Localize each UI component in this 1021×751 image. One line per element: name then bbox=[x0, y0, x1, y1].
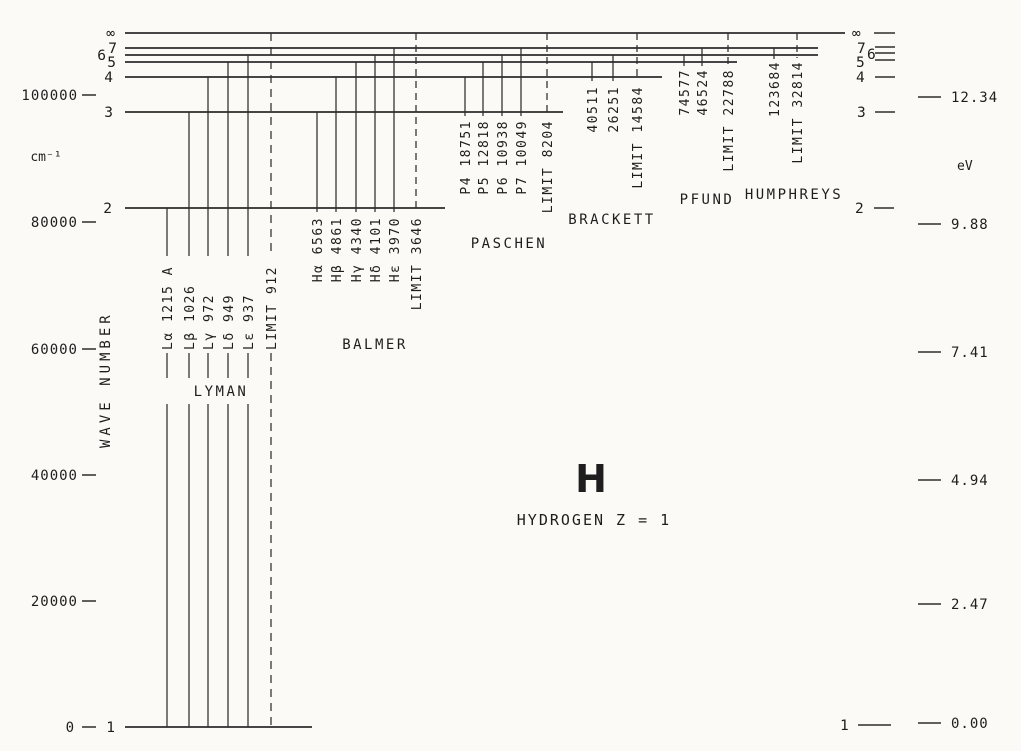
brackett-line-label-0: 40511 bbox=[586, 86, 601, 133]
wavenumber-value-100000: 100000 bbox=[21, 88, 78, 104]
humphreys-limit-label: LIMIT 32814 bbox=[791, 61, 806, 164]
lyman-limit-label: LIMIT 912 bbox=[265, 266, 280, 350]
element-symbol: H bbox=[575, 457, 607, 501]
lyman-line-label-4: Lε 937 bbox=[242, 294, 257, 350]
lyman-series-name: LYMAN bbox=[194, 384, 249, 400]
wavenumber-axis: 100000 80000 60000 40000 20000 0 cm⁻¹ WA… bbox=[21, 88, 114, 736]
balmer-limit-label: LIMIT 3646 bbox=[410, 217, 425, 310]
brackett-series: 40511 26251 LIMIT 14584 BRACKETT bbox=[568, 33, 655, 228]
ev-value-4-94: 4.94 bbox=[951, 473, 989, 489]
level-label-right-5: 5 bbox=[856, 55, 865, 71]
paschen-limit-label: LIMIT 8204 bbox=[541, 120, 556, 213]
balmer-line-label-0: Hα 6563 bbox=[311, 217, 326, 282]
pfund-limit-label: LIMIT 22788 bbox=[722, 69, 737, 172]
paschen-series: P4 18751 P5 12818 P6 10938 P7 10049 LIMI… bbox=[459, 33, 556, 252]
wavenumber-unit: cm⁻¹ bbox=[30, 150, 61, 165]
level-label-right-4: 4 bbox=[856, 70, 865, 86]
humphreys-series: 123684 LIMIT 32814 HUMPHREYS bbox=[745, 33, 843, 203]
wavenumber-value-40000: 40000 bbox=[31, 468, 78, 484]
ev-value-7-41: 7.41 bbox=[951, 345, 989, 361]
balmer-line-label-4: Hε 3970 bbox=[388, 217, 403, 282]
lyman-line-label-0: Lα 1215 A bbox=[161, 266, 176, 350]
pfund-line-label-0: 74577 bbox=[678, 69, 693, 116]
balmer-series-name: BALMER bbox=[342, 337, 408, 353]
level-label-left-4: 4 bbox=[104, 70, 113, 86]
lyman-line-label-2: Lγ 972 bbox=[202, 294, 217, 350]
paschen-line-label-3: P7 10049 bbox=[515, 120, 530, 195]
wavenumber-value-80000: 80000 bbox=[31, 215, 78, 231]
wavenumber-axis-label: WAVE NUMBER bbox=[98, 311, 114, 448]
level-label-left-1: 1 bbox=[106, 720, 115, 736]
level-label-right-2: 2 bbox=[855, 201, 864, 217]
level-label-left-3: 3 bbox=[104, 105, 113, 121]
level-label-right-infinity: ∞ bbox=[852, 26, 861, 42]
paschen-line-label-2: P6 10938 bbox=[496, 120, 511, 195]
ev-axis: 12.34 9.88 7.41 4.94 2.47 0.00 eV bbox=[918, 90, 998, 732]
level-label-right-3: 3 bbox=[857, 105, 866, 121]
level-label-left-5: 5 bbox=[107, 55, 116, 71]
lyman-line-label-3: Lδ 949 bbox=[222, 294, 237, 350]
paschen-series-name: PASCHEN bbox=[471, 236, 548, 252]
humphreys-line-label-0: 123684 bbox=[768, 61, 783, 117]
pfund-series-name: PFUND bbox=[680, 192, 735, 208]
wavenumber-value-0: 0 bbox=[66, 720, 75, 736]
level-label-right-1: 1 bbox=[840, 718, 849, 734]
level-label-left-infinity: ∞ bbox=[106, 26, 115, 42]
paschen-line-label-0: P4 18751 bbox=[459, 120, 474, 195]
ev-value-2-47: 2.47 bbox=[951, 597, 989, 613]
level-labels-right: ∞ 7 6 5 4 3 2 1 bbox=[840, 26, 895, 734]
balmer-series: Hα 6563 Hβ 4861 Hγ 4340 Hδ 4101 Hε 3970 … bbox=[311, 33, 425, 353]
ev-value-12-34: 12.34 bbox=[951, 90, 998, 106]
level-label-left-7: 7 bbox=[108, 41, 117, 57]
brackett-limit-label: LIMIT 14584 bbox=[631, 86, 646, 189]
level-labels-left: ∞ 7 6 5 4 3 2 1 bbox=[97, 26, 117, 736]
brackett-line-label-1: 26251 bbox=[607, 86, 622, 133]
balmer-line-label-3: Hδ 4101 bbox=[369, 217, 384, 282]
paschen-line-label-1: P5 12818 bbox=[477, 120, 492, 195]
level-label-right-7: 7 bbox=[857, 41, 866, 57]
level-label-left-6: 6 bbox=[97, 48, 106, 64]
element-title: H HYDROGEN Z = 1 bbox=[517, 457, 671, 529]
balmer-line-label-1: Hβ 4861 bbox=[330, 217, 345, 282]
brackett-series-name: BRACKETT bbox=[568, 212, 655, 228]
ev-unit: eV bbox=[957, 159, 973, 174]
lyman-series: Lα 1215 A Lβ 1026 Lγ 972 Lδ 949 Lε 937 L… bbox=[161, 33, 280, 727]
ev-value-9-88: 9.88 bbox=[951, 217, 989, 233]
wavenumber-value-60000: 60000 bbox=[31, 342, 78, 358]
pfund-series: 74577 46524 LIMIT 22788 PFUND bbox=[678, 33, 737, 208]
ev-value-0-00: 0.00 bbox=[951, 716, 989, 732]
level-label-left-2: 2 bbox=[103, 201, 112, 217]
level-label-right-6: 6 bbox=[867, 47, 876, 63]
pfund-line-label-1: 46524 bbox=[696, 69, 711, 116]
lyman-line-label-1: Lβ 1026 bbox=[183, 285, 198, 350]
element-caption: HYDROGEN Z = 1 bbox=[517, 511, 671, 529]
wavenumber-value-20000: 20000 bbox=[31, 594, 78, 610]
humphreys-series-name: HUMPHREYS bbox=[745, 187, 843, 203]
balmer-line-label-2: Hγ 4340 bbox=[350, 217, 365, 282]
